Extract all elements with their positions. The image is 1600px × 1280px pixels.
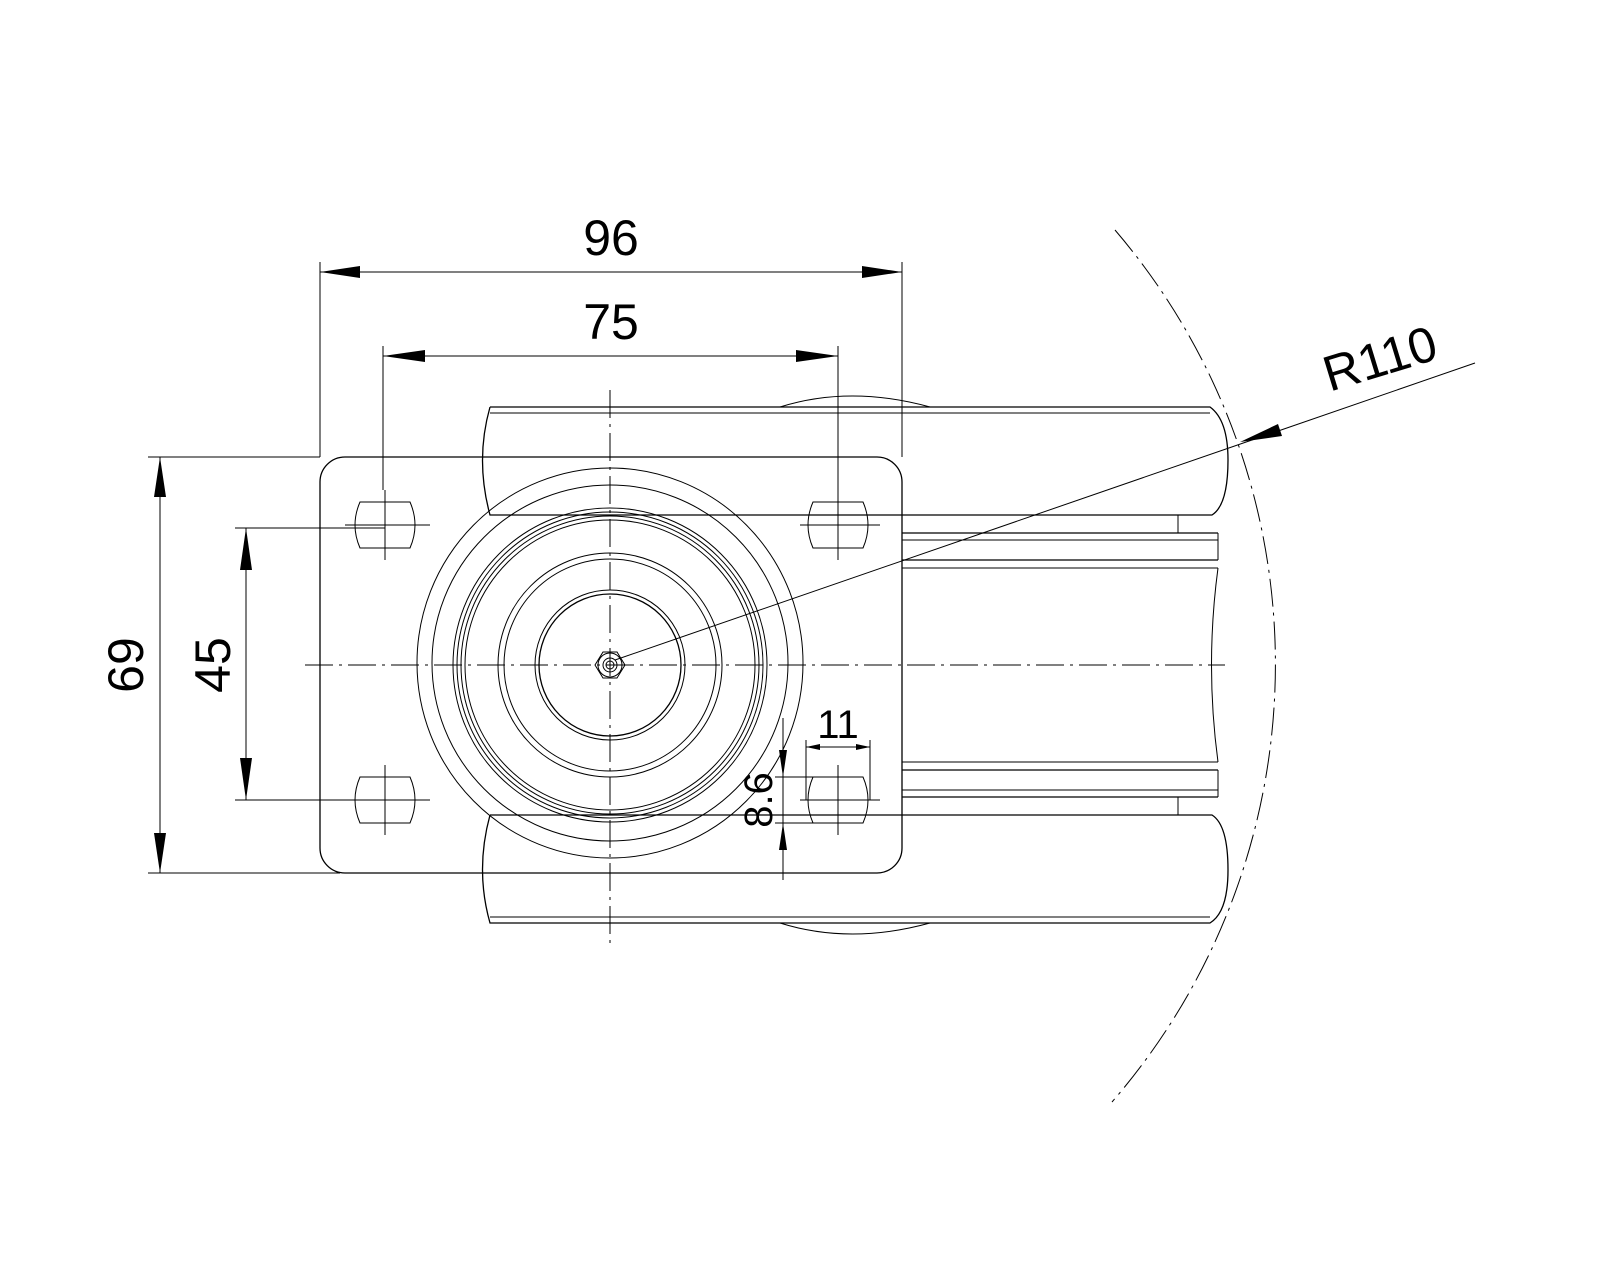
swivel-radius-arc [1111, 229, 1276, 1103]
svg-text:R110: R110 [1316, 315, 1443, 402]
dimension-11: 11 [805, 703, 871, 800]
dimension-r110: R110 [614, 315, 1476, 661]
svg-text:75: 75 [583, 294, 639, 350]
svg-text:45: 45 [185, 637, 241, 693]
svg-text:11: 11 [817, 703, 859, 747]
dimension-75: 75 [382, 294, 839, 490]
dimension-96: 96 [319, 210, 903, 457]
nut-icon [594, 651, 626, 679]
dimension-45: 45 [185, 527, 385, 801]
svg-text:96: 96 [583, 210, 639, 266]
svg-text:8.6: 8.6 [737, 772, 781, 828]
wheel-fork [481, 395, 1229, 935]
svg-text:69: 69 [98, 637, 154, 693]
dimension-8-6: 8.6 [737, 718, 863, 880]
dimension-69: 69 [98, 456, 340, 874]
